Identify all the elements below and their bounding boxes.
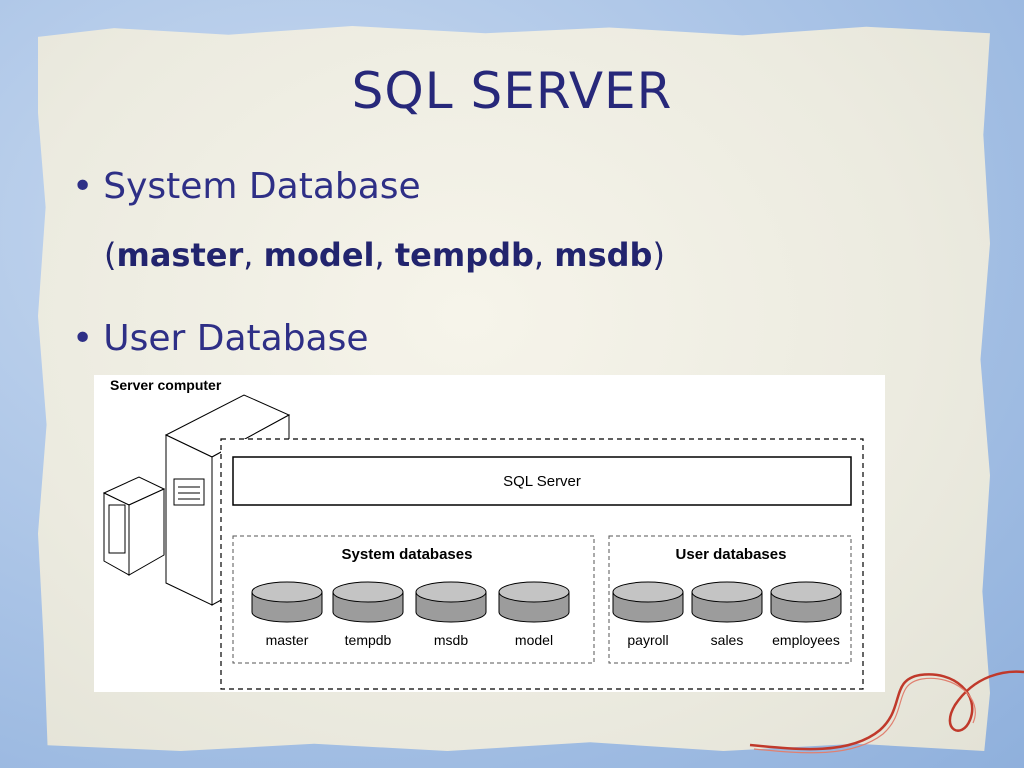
db-label-msdb: msdb [434,632,468,648]
database-cylinder-icon [691,581,763,623]
db-label-tempdb: tempdb [345,632,392,648]
db-name-msdb: msdb [554,236,653,274]
separator: , [243,236,264,274]
db-label-model: model [515,632,553,648]
bullet-user-label: User Database [103,318,369,359]
database-cylinder-icon [498,581,570,623]
bullet-system-database: •System Database [72,166,421,207]
bullet-system-label: System Database [103,166,421,207]
bullet-user-database: •User Database [72,318,369,359]
sql-server-label: SQL Server [503,473,581,490]
sql-server-architecture-diagram: Server computer SQL Server Syst [94,375,885,692]
system-database-list: (master, model, tempdb, msdb) [104,236,665,274]
slide-title: SQL SERVER [351,62,673,120]
db-label-employees: employees [772,632,840,648]
database-cylinder-icon [770,581,842,623]
bullet-dot-icon: • [72,318,94,359]
database-cylinder-icon [612,581,684,623]
db-label-sales: sales [711,632,744,648]
db-name-master: master [116,236,244,274]
database-cylinder-icon [332,581,404,623]
decorative-thread [749,670,1024,754]
paren-close: ) [652,236,665,274]
user-databases-title: User databases [676,546,787,563]
db-name-tempdb: tempdb [394,236,534,274]
db-label-master: master [266,632,309,648]
db-name-model: model [263,236,375,274]
database-cylinder-icon [415,581,487,623]
db-label-payroll: payroll [627,632,668,648]
separator: , [374,236,395,274]
separator: , [533,236,555,274]
bullet-dot-icon: • [72,166,94,207]
server-computer-label: Server computer [110,377,222,393]
paren-open: ( [104,236,117,274]
sql-server-box [232,456,852,506]
database-cylinder-icon [251,581,323,623]
system-databases-title: System databases [342,546,473,563]
